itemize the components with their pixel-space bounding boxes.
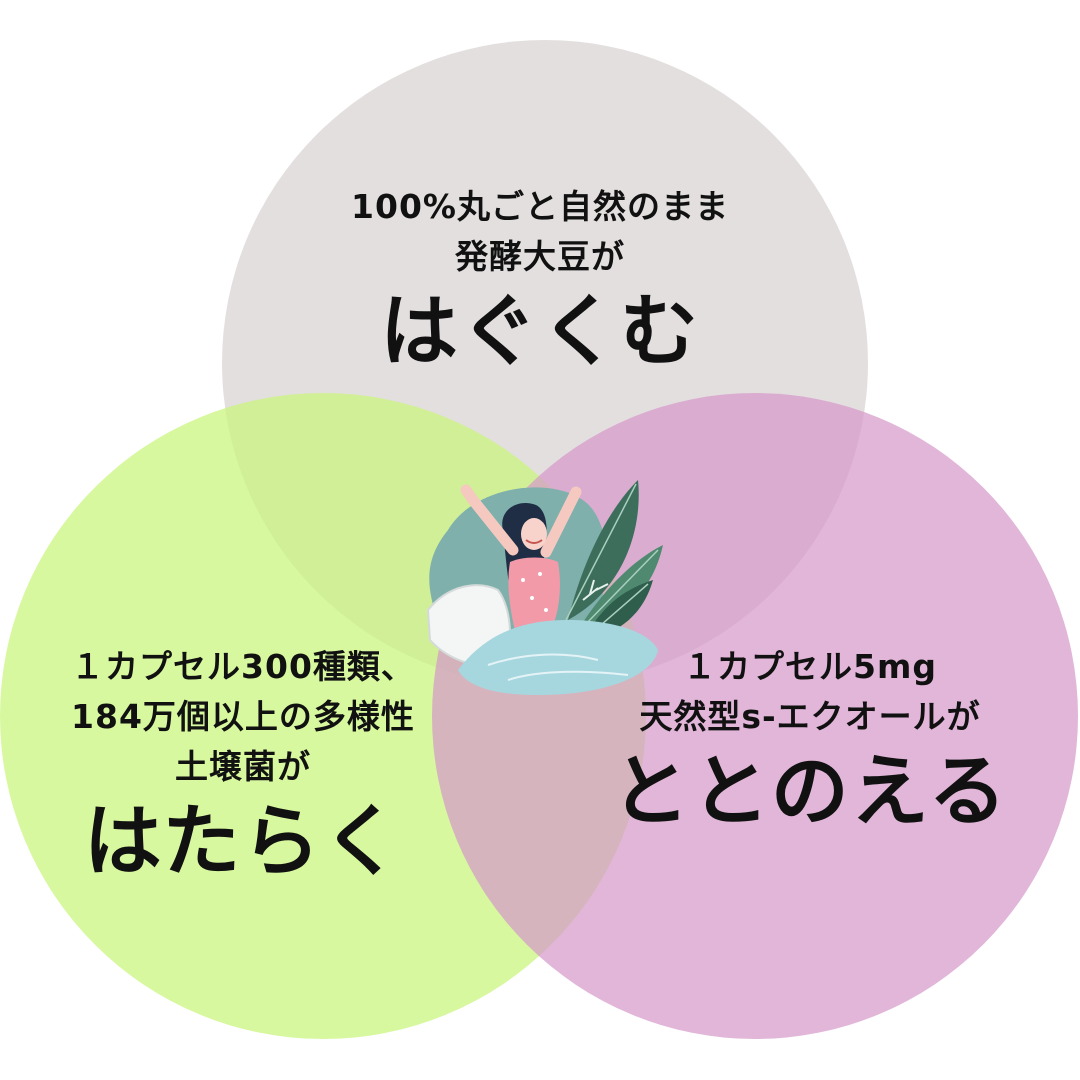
right-circle-label: １カプセル5mg 天然型s-エクオールが ととのえる [590,642,1030,842]
left-heading: はたらく [83,797,403,887]
top-circle-label: 100%丸ごと自然のまま 発酵大豆が はぐくむ [240,182,840,382]
left-line-1: １カプセル300種類、 [71,647,415,686]
left-circle-label: １カプセル300種類、 184万個以上の多様性 土壌菌が はたらく [8,642,478,892]
woman-waking-up-illustration [426,480,663,695]
left-line-2: 184万個以上の多様性 [71,697,415,736]
top-line-1: 100%丸ごと自然のまま [351,187,729,226]
top-line-2: 発酵大豆が [455,237,625,276]
left-line-3: 土壌菌が [175,747,311,786]
right-line-1: １カプセル5mg [683,647,937,686]
right-heading: ととのえる [611,747,1009,837]
right-line-2: 天然型s-エクオールが [639,697,981,736]
top-heading: はぐくむ [379,287,700,377]
